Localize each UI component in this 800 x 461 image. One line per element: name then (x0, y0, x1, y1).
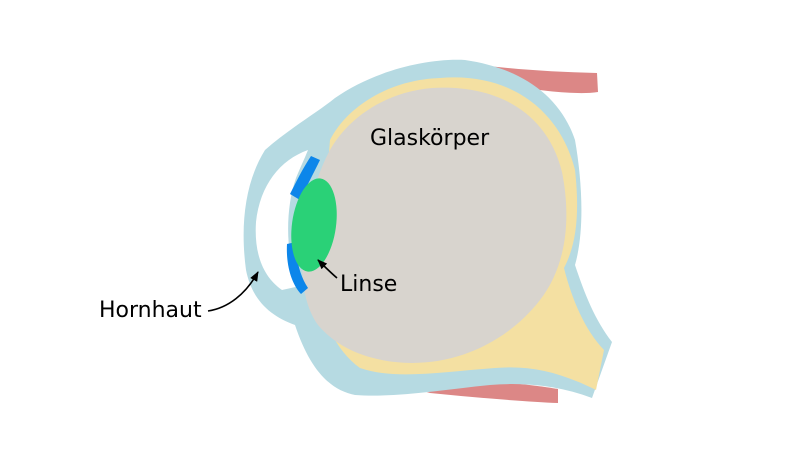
cornea-pointer-arrow (207, 271, 259, 312)
vitreous-body (302, 87, 567, 363)
cornea-inner (255, 150, 308, 290)
vitreous-label: Glaskörper (370, 126, 490, 151)
iris-lower (286, 242, 308, 294)
lens (291, 178, 337, 272)
iris-upper (290, 156, 320, 200)
lens-label: Linse (340, 272, 397, 297)
lens-pointer-arrow (317, 259, 338, 279)
cornea-label: Hornhaut (99, 298, 202, 323)
